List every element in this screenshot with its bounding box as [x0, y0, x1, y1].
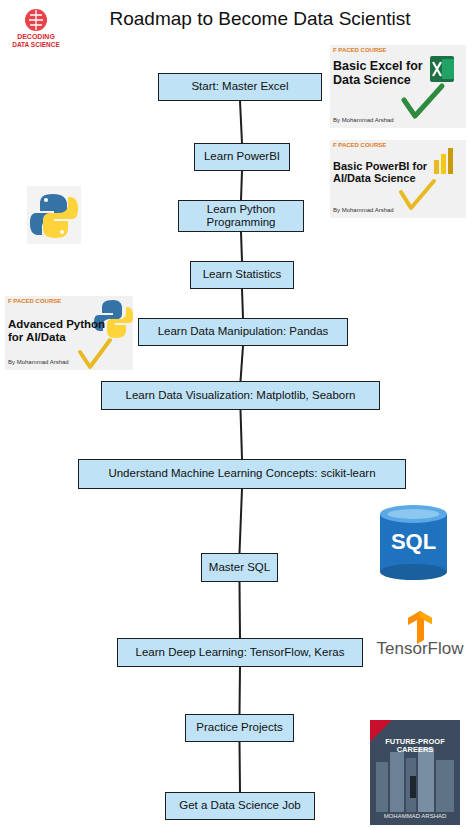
step-label: Learn Data Manipulation: Pandas	[158, 325, 329, 338]
connector-line	[239, 582, 242, 638]
image-label: FUTURE-PROOF CAREERS	[373, 738, 457, 755]
process-box: Learn PowerBI	[194, 143, 290, 171]
image-label: TensorFlow	[370, 640, 470, 659]
image-label: F PACED COURSE	[333, 47, 423, 54]
process-box: Master SQL	[201, 553, 278, 582]
connector-line	[241, 346, 244, 381]
process-box: Get a Data Science Job	[165, 792, 315, 820]
image-label: Basic PowerBI for AI/Data Science	[333, 160, 433, 184]
diagram-title: Roadmap to Become Data Scientist	[80, 8, 440, 30]
process-box: Learn Python Programming	[178, 200, 304, 232]
image-label: MOHAMMAD ARSHAD	[373, 813, 457, 820]
course-card	[330, 45, 466, 128]
step-label: Learn Python Programming	[181, 203, 301, 229]
connector-line	[241, 232, 242, 261]
connector-line	[241, 171, 242, 200]
process-box: Learn Data Manipulation: Pandas	[138, 318, 348, 346]
python-logo	[27, 186, 81, 244]
connector-line	[242, 289, 243, 318]
step-label: Practice Projects	[196, 721, 282, 734]
image-label: By Mohammad Arshad	[333, 117, 423, 124]
connector-line	[240, 101, 242, 143]
connector-line	[240, 489, 243, 553]
image-label: F PACED COURSE	[8, 298, 98, 305]
image-label: Basic Excel for Data Science	[333, 60, 425, 88]
process-box: Learn Data Visualization: Matplotlib, Se…	[101, 381, 380, 410]
course-card	[330, 140, 466, 218]
sql-icon	[380, 505, 447, 580]
connector-line	[239, 667, 242, 714]
step-label: Learn Statistics	[203, 268, 282, 281]
step-label: Learn PowerBI	[204, 150, 280, 163]
step-label: Master SQL	[209, 561, 270, 574]
process-box: Practice Projects	[185, 714, 294, 742]
image-label: DATA SCIENCE	[4, 41, 68, 48]
process-box: Understand Machine Learning Concepts: sc…	[78, 459, 406, 489]
logo-icon	[25, 9, 47, 31]
process-box: Learn Deep Learning: TensorFlow, Keras	[117, 638, 363, 667]
image-label: By Mohammad Arshad	[8, 359, 98, 366]
image-label: DECODING	[4, 33, 68, 41]
image-label: By Mohammad Arshad	[333, 207, 423, 214]
process-box: Learn Statistics	[190, 261, 294, 289]
process-box: Start: Master Excel	[158, 73, 322, 101]
step-label: Learn Data Visualization: Matplotlib, Se…	[126, 389, 356, 402]
step-label: Start: Master Excel	[191, 80, 288, 93]
step-label: Understand Machine Learning Concepts: sc…	[108, 467, 375, 480]
image-label: SQL	[380, 530, 447, 554]
image-label: Advanced Python for AI/Data	[8, 318, 106, 343]
step-label: Learn Deep Learning: TensorFlow, Keras	[136, 646, 345, 659]
course-card	[5, 296, 133, 370]
book-cover	[370, 720, 460, 825]
step-label: Get a Data Science Job	[179, 799, 300, 812]
connector-line	[239, 742, 242, 792]
connector-line	[241, 410, 243, 459]
image-label: F PACED COURSE	[333, 142, 423, 149]
